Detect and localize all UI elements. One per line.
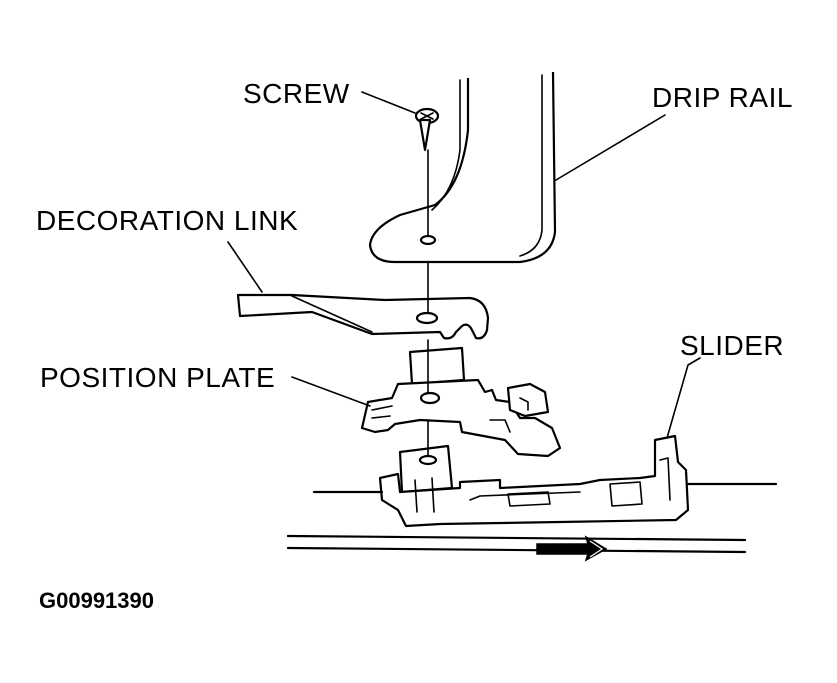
label-decoration-link: DECORATION LINK xyxy=(36,205,298,236)
guide-rail xyxy=(286,482,778,554)
drip-rail xyxy=(368,71,557,264)
slider xyxy=(378,419,690,528)
figure-code: G00991390 xyxy=(39,588,154,613)
label-position-plate: POSITION PLATE xyxy=(40,362,275,393)
screw xyxy=(414,107,440,236)
label-slider: SLIDER xyxy=(680,330,784,361)
label-screw: SCREW xyxy=(243,78,350,109)
decoration-link xyxy=(236,261,490,340)
leader-lines xyxy=(227,91,701,439)
direction-arrow-icon xyxy=(536,535,608,562)
label-drip-rail: DRIP RAIL xyxy=(652,82,793,113)
position-plate xyxy=(360,339,562,458)
